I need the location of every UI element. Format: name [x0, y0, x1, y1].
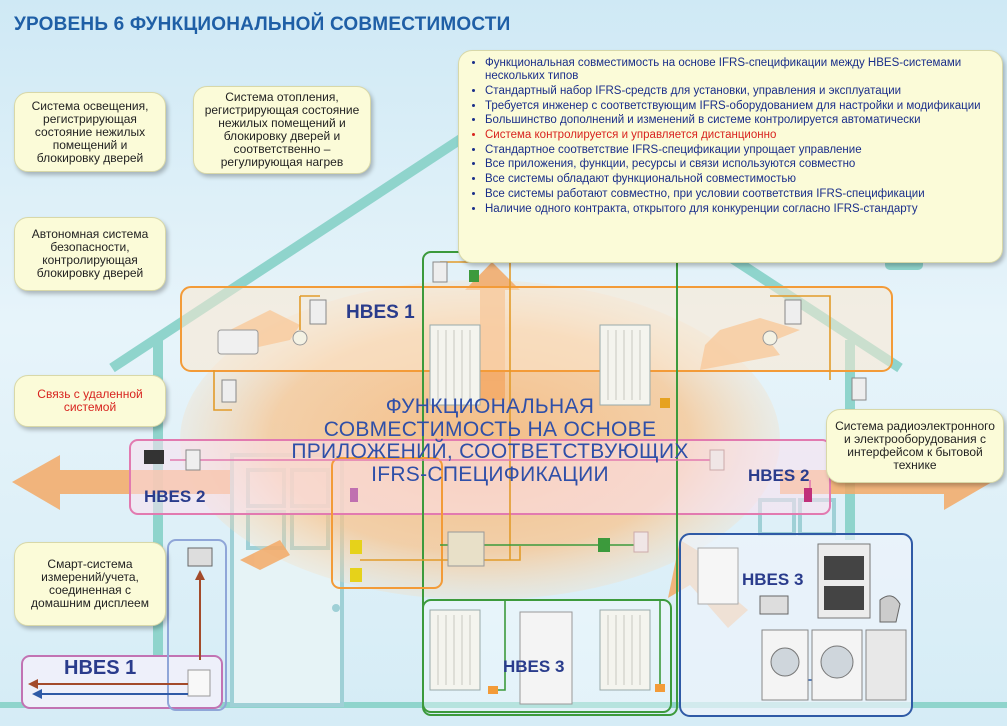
lamp-icon — [292, 330, 778, 346]
hbes1-top-zone — [180, 286, 893, 372]
floodlight-icon — [144, 450, 164, 464]
thermostat-icon — [217, 329, 259, 355]
wiring — [170, 261, 860, 691]
hbes1-inner-zone — [331, 457, 443, 589]
home-display-icon — [187, 547, 213, 567]
callout-lighting: Система освещения, регистрирующая состоя… — [14, 92, 166, 172]
hbes-label-bottom-center: HBES 3 — [503, 657, 565, 676]
feature-bullet: Все приложения, функции, ресурсы и связи… — [485, 158, 992, 171]
callout-appliances: Система радиоэлектронного и электрообору… — [826, 409, 1004, 483]
features-list: Функциональная совместимость на основе I… — [469, 57, 992, 216]
feature-bullet: Наличие одного контракта, открытого для … — [485, 203, 992, 216]
feature-bullet: Стандартное соответствие IFRS-спецификац… — [485, 144, 992, 157]
feature-bullet: Требуется инженер с соответствующим IFRS… — [485, 100, 992, 113]
features-panel: Функциональная совместимость на основе I… — [458, 50, 1003, 263]
feature-bullet: Все системы обладают функциональной совм… — [485, 173, 992, 186]
callout-metering: Смарт-система измерений/учета, соединенн… — [14, 542, 166, 626]
sensors — [185, 261, 867, 694]
radiator-fins — [437, 330, 641, 685]
callout-heating: Система отопления, регистрирующая состоя… — [193, 86, 371, 174]
callout-remote: Связь с удаленной системой — [14, 375, 166, 427]
appliances — [697, 543, 907, 701]
hbes-label-right: HBES 2 — [748, 466, 810, 485]
meter-icon — [187, 669, 211, 697]
feature-bullet: Функциональная совместимость на основе I… — [485, 57, 992, 83]
meter-column-zone — [167, 539, 227, 711]
page-title: УРОВЕНЬ 6 ФУНКЦИОНАЛЬНОЙ СОВМЕСТИМОСТИ — [14, 14, 511, 35]
hbes-label-top: HBES 1 — [346, 302, 415, 323]
hbes-label-left: HBES 2 — [144, 487, 206, 506]
feature-bullet: Система контролируется и управляется дис… — [485, 129, 992, 142]
callout-security: Автономная система безопасности, контрол… — [14, 217, 166, 291]
dishwasher — [519, 611, 573, 705]
controller-box — [447, 531, 485, 567]
feature-bullet: Большинство дополнений и изменений в сис… — [485, 114, 992, 127]
feature-bullet: Стандартный набор IFRS-средств для устан… — [485, 85, 992, 98]
hbes-label-bottom-left: HBES 1 — [64, 657, 137, 679]
hbes-label-bottom-right: HBES 3 — [742, 570, 804, 589]
center-label: ФУНКЦИОНАЛЬНАЯ СОВМЕСТИМОСТЬ НА ОСНОВЕ П… — [291, 395, 689, 486]
feature-bullet: Все системы работают совместно, при усло… — [485, 188, 992, 201]
